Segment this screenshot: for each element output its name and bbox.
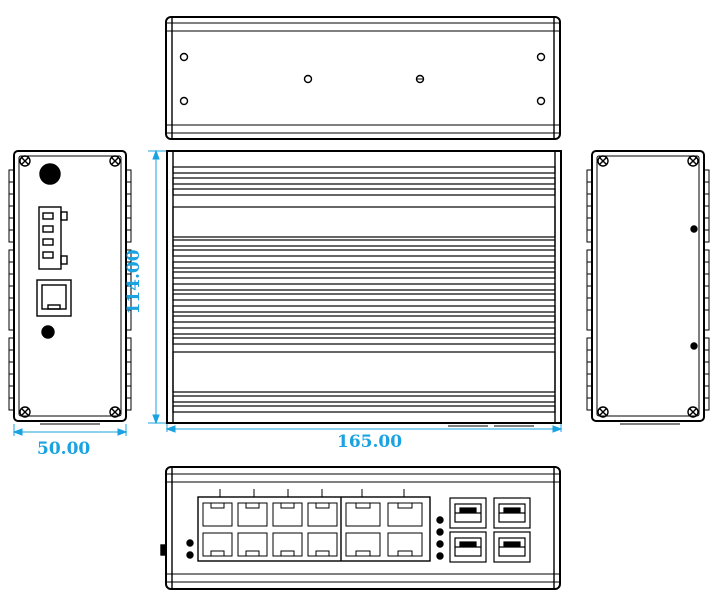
screw-hole-icon — [536, 96, 546, 106]
bottom-port-view — [160, 466, 561, 590]
corner-screw-icon — [597, 155, 699, 418]
screw-hole-icon — [179, 96, 189, 106]
console-port-icon — [36, 279, 72, 317]
top-view — [165, 16, 561, 140]
depth-dimension-label: 50.00 — [37, 439, 91, 459]
width-dimension-label: 165.00 — [337, 432, 403, 452]
sfp-port-block — [449, 497, 531, 563]
front-view — [166, 150, 562, 427]
power-terminal-block — [38, 206, 68, 270]
led-indicator-icon — [436, 540, 444, 548]
led-indicator-icon — [436, 516, 444, 524]
corner-screw-icon — [19, 155, 121, 418]
right-side-view — [586, 150, 710, 425]
screw-hole-icon — [303, 74, 313, 84]
heatsink-fins — [172, 166, 556, 413]
screw-hole-icon — [179, 52, 189, 62]
ground-terminal-icon — [39, 163, 61, 185]
screw-hole-icon — [415, 74, 425, 84]
led-indicator-icon — [436, 528, 444, 536]
led-indicator-icon — [186, 539, 194, 547]
led-indicator-icon — [436, 552, 444, 560]
led-indicator-icon — [186, 551, 194, 559]
reset-button-icon — [41, 325, 55, 339]
screw-hole-icon — [536, 52, 546, 62]
rj45-port-block — [197, 489, 431, 562]
dimension-lines — [12, 149, 563, 436]
height-dimension-label: 114.00 — [124, 249, 144, 315]
left-side-view — [8, 150, 132, 425]
